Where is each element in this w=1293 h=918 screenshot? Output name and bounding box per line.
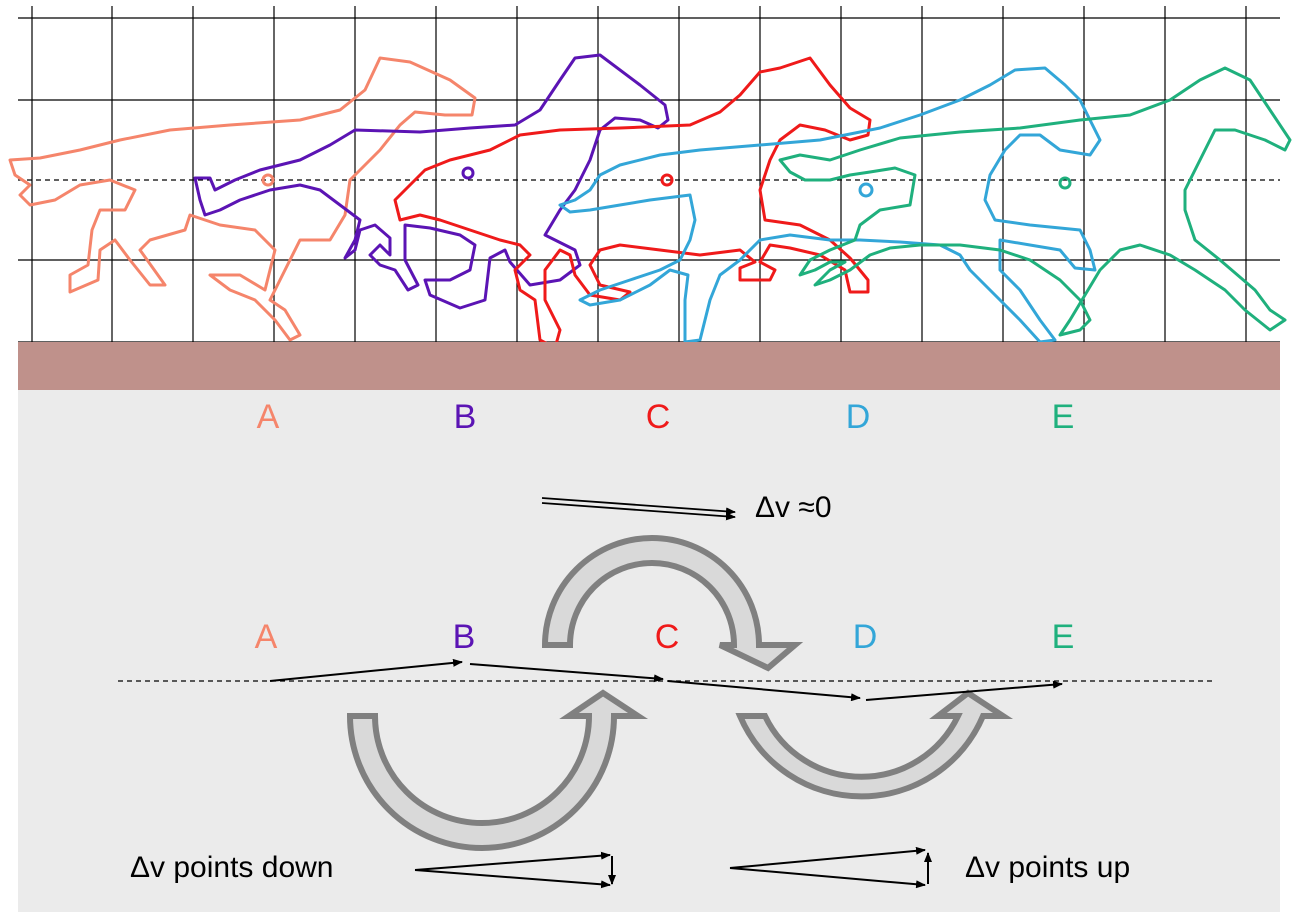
bottom-label-E: E: [1052, 618, 1075, 656]
curved-arrow-bottom-right: [735, 689, 1014, 800]
top-label-D: D: [846, 398, 871, 436]
bottom-label-A: A: [255, 618, 278, 656]
horse-D: [558, 66, 1102, 344]
top-label-C: C: [646, 398, 671, 436]
delta-v-down-vectors: [414, 851, 616, 889]
horse-E: [778, 66, 1292, 337]
velocity-after-right: [729, 846, 926, 869]
delta-v-zero-vectors: [541, 497, 736, 521]
curved-arrow-top: [541, 535, 804, 672]
velocity-D-to-E: [865, 680, 1063, 701]
delta-v-down-label: Δv points down: [130, 851, 333, 884]
curved-arrow-bottom-left: [346, 689, 649, 851]
velocity-after-left: [414, 869, 611, 889]
delta-v-up-vectors: [729, 846, 932, 889]
bottom-label-B: B: [453, 618, 476, 656]
grid-area: [18, 6, 1280, 342]
curved-arrows: [346, 535, 1014, 851]
velocity-vector-top-2: [541, 502, 736, 521]
delta-v-up-label: Δv points up: [965, 851, 1130, 884]
bottom-labels: A B C D E: [255, 618, 1075, 656]
horse-B: [193, 53, 670, 310]
top-label-E: E: [1052, 398, 1075, 436]
velocity-before-right: [729, 867, 926, 889]
path-velocity-vectors: [269, 658, 1063, 702]
top-label-B: B: [454, 398, 477, 436]
velocity-B-to-C: [469, 663, 664, 683]
top-delta-label: Δv ≈0: [755, 491, 832, 524]
bottom-label-C: C: [655, 618, 680, 656]
horse-A: [8, 56, 477, 342]
bottom-label-D: D: [853, 618, 878, 656]
velocity-C-to-D: [667, 680, 861, 702]
top-label-A: A: [257, 398, 280, 436]
velocity-before-left: [414, 851, 611, 871]
velocity-A-to-B: [269, 658, 463, 682]
ground-strip: [18, 342, 1280, 390]
top-labels: A B C D E: [257, 398, 1075, 436]
velocity-vector-top-1: [541, 497, 736, 516]
